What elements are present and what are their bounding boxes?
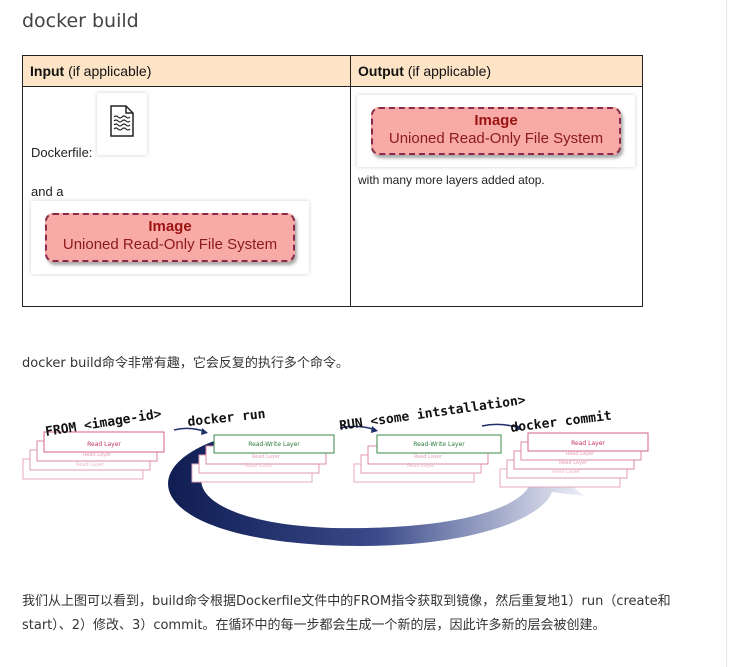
read-layer-faded-text: Read Layer <box>83 452 112 458</box>
layer-stack-run: Read-Write Layer Read Layer Read Layer <box>191 434 335 483</box>
read-layer-faded-text: Read Layer <box>559 460 588 466</box>
body-paragraph: 我们从上图可以看到，build命令根据Dockerfile文件中的FROM指令获… <box>22 590 671 638</box>
read-layer-text: Read Layer <box>87 441 121 448</box>
input-cell: Dockerfile: and a Image Unioned Read-Onl… <box>22 86 351 307</box>
output-image-box: Image Unioned Read-Only File System <box>371 107 621 155</box>
output-note: with many more layers added atop. <box>358 173 545 187</box>
output-image-title: Image <box>474 112 518 129</box>
read-layer-faded-text: Read Layer <box>76 462 105 468</box>
read-layer-faded-text: Read Layer <box>414 454 443 460</box>
input-image-box: Image Unioned Read-Only File System <box>45 213 295 262</box>
read-layer-faded-text: Read Layer <box>552 469 581 475</box>
read-layer-faded-text: Read Layer <box>407 463 436 469</box>
content-edge <box>726 0 727 667</box>
cmd-docker-run: docker run <box>187 407 266 430</box>
layer-stack-install: Read-Write Layer Read Layer Read Layer <box>353 434 502 483</box>
input-image-subtitle: Unioned Read-Only File System <box>62 236 278 253</box>
output-image-subtitle: Unioned Read-Only File System <box>388 130 604 147</box>
output-cell: Image Unioned Read-Only File System with… <box>350 86 643 307</box>
read-layer-faded-text: Read Layer <box>245 463 274 469</box>
input-header-rest: (if applicable) <box>64 63 152 79</box>
body-line-1: 我们从上图可以看到，build命令根据Dockerfile文件中的FROM指令获… <box>22 594 671 609</box>
output-header-rest: (if applicable) <box>403 63 492 79</box>
output-header: Output (if applicable) <box>350 55 643 87</box>
read-layer-faded-text: Read Layer <box>252 454 281 460</box>
section-heading: docker build <box>22 10 139 32</box>
layer-stack-from: Read Layer Read Layer Read Layer <box>22 431 165 480</box>
output-image-card: Image Unioned Read-Only File System <box>357 95 635 167</box>
input-header-bold: Input <box>30 63 65 79</box>
io-table: Input (if applicable) Output (if applica… <box>22 55 643 307</box>
cmd-docker-commit: docker commit <box>510 409 613 436</box>
dockerfile-icon <box>110 105 134 137</box>
cmd-run-install: RUN <some intstallation> <box>338 393 526 434</box>
and-a-label: and a <box>31 184 64 199</box>
dockerfile-card <box>97 93 147 155</box>
read-write-layer-text: Read-Write Layer <box>248 441 300 448</box>
body-line-2: start）、2）修改、3）commit。在循环中的每一步都会生成一个新的层，因… <box>22 618 606 633</box>
input-header: Input (if applicable) <box>22 55 351 87</box>
read-layer-text: Read Layer <box>571 440 605 447</box>
dockerfile-label: Dockerfile: <box>31 145 93 160</box>
build-cycle-diagram: Read Layer Read Layer Read Layer Read-Wr… <box>22 393 649 546</box>
output-header-bold: Output <box>358 63 404 79</box>
input-image-card: Image Unioned Read-Only File System <box>31 201 309 274</box>
intro-paragraph: docker build命令非常有趣，它会反复的执行多个命令。 <box>22 356 349 371</box>
connector-arrows <box>173 423 522 435</box>
input-image-title: Image <box>148 218 192 235</box>
read-layer-faded-text: Read Layer <box>566 451 595 457</box>
read-write-layer-text: Read-Write Layer <box>413 441 465 448</box>
cycle-arrow <box>168 440 585 546</box>
layer-stack-commit: Read Layer Read Layer Read Layer Read La… <box>499 432 649 488</box>
